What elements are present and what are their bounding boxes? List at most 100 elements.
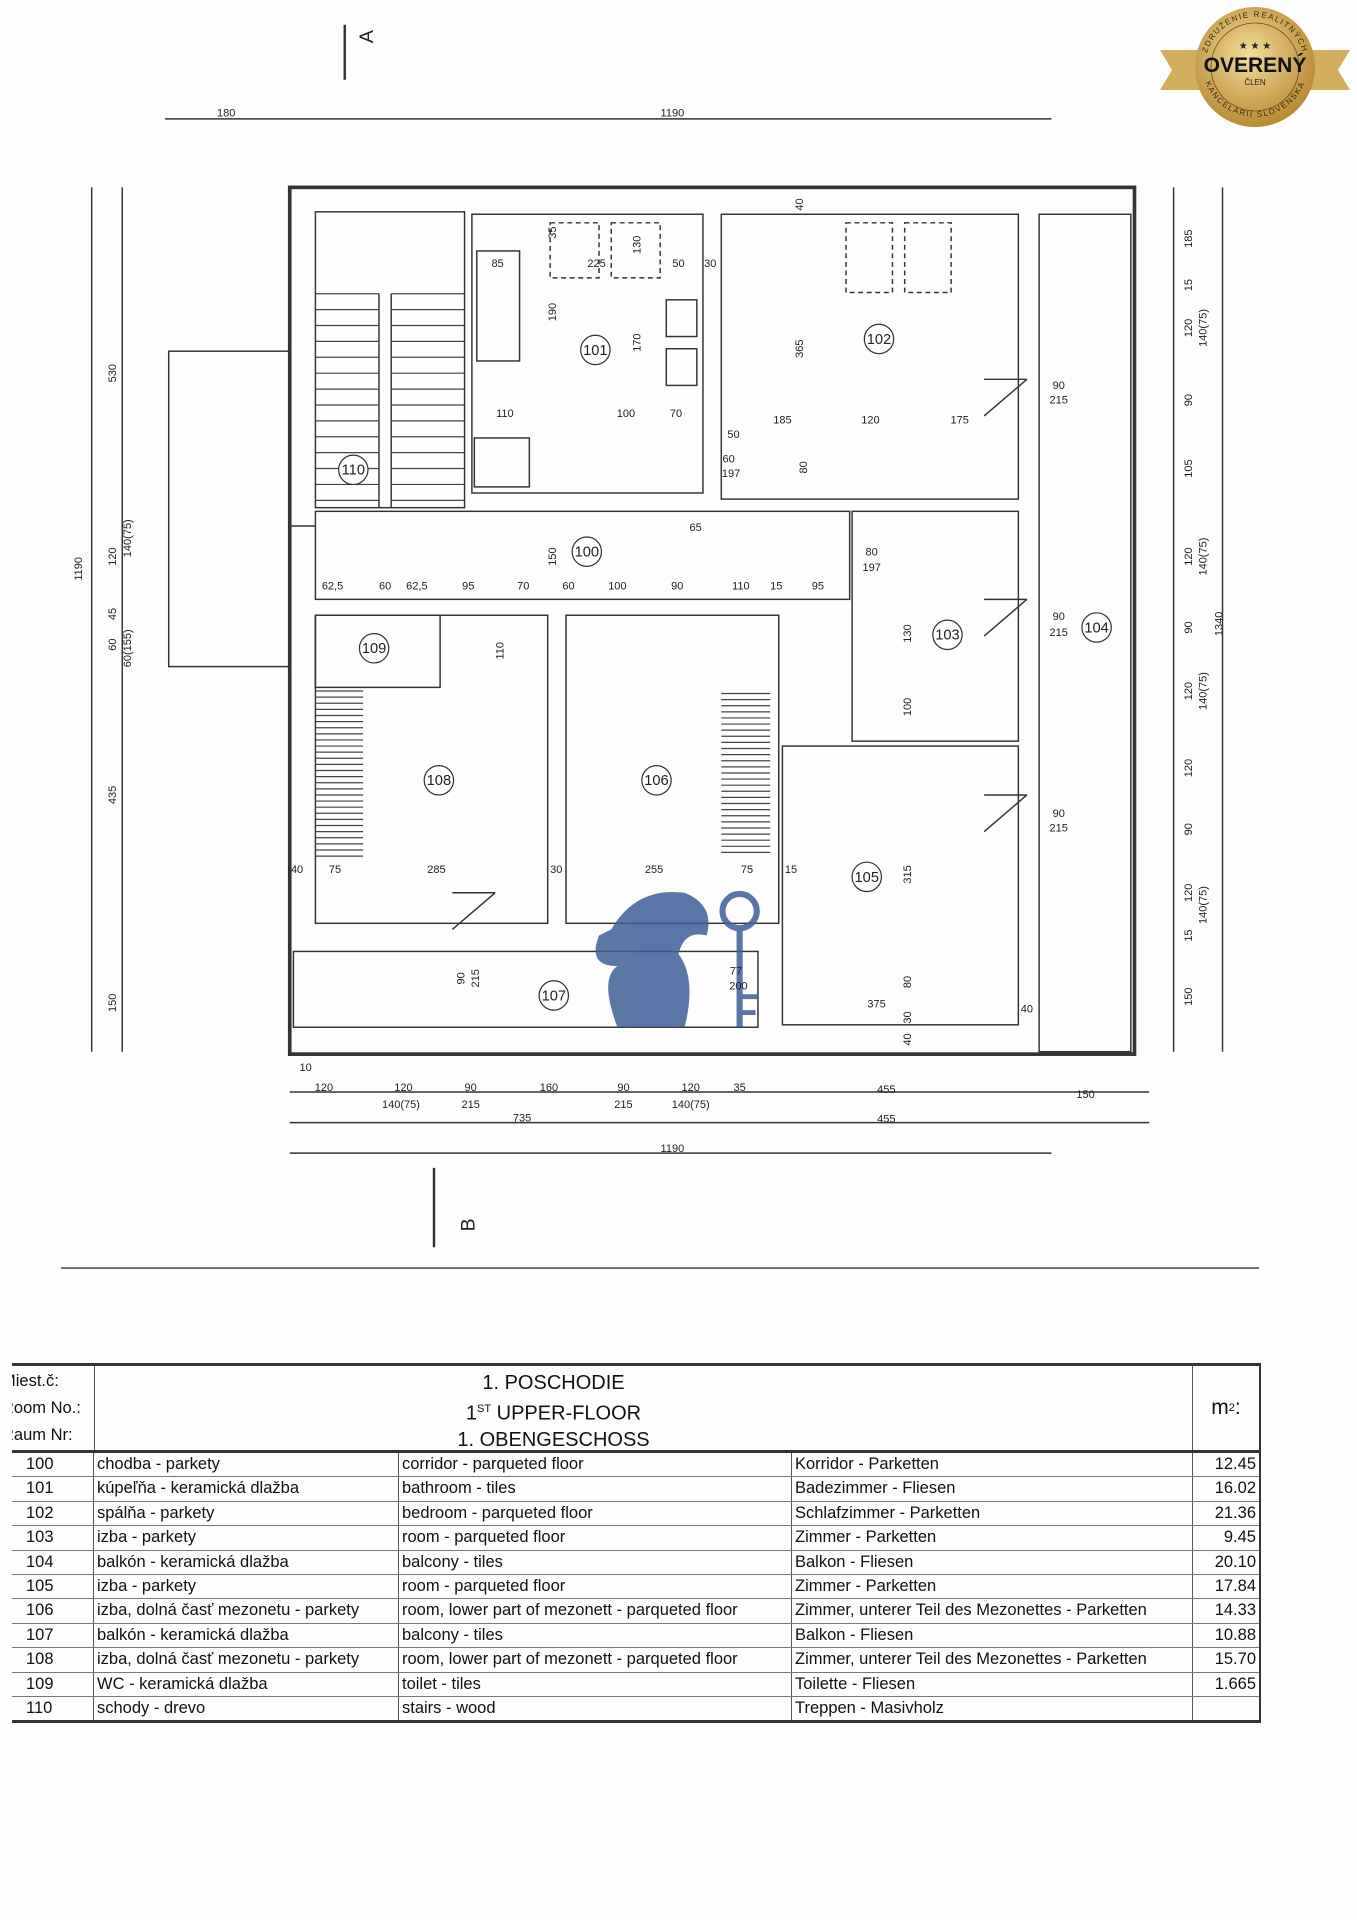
description-en: stairs - wood — [399, 1696, 792, 1721]
dimension-label: 40 — [1021, 1004, 1033, 1016]
description-de: Schlafzimmer - Parketten — [792, 1501, 1193, 1526]
dimension-label: 90 — [1053, 808, 1065, 820]
room-number-label: 110 — [342, 463, 365, 479]
dimension-label: 15 — [770, 581, 782, 593]
dimension-label: 95 — [812, 581, 824, 593]
dimension-label: 35 — [547, 226, 559, 238]
description-en: room, lower part of mezonett - parqueted… — [399, 1599, 792, 1623]
dimension-label: 1190 — [661, 107, 685, 119]
walls — [61, 24, 1260, 1269]
dimension-label: 150 — [107, 994, 119, 1012]
description-de: Zimmer, unterer Teil des Mezonettes - Pa… — [792, 1599, 1193, 1623]
dimension-label: 62,5 — [406, 581, 427, 593]
room-number: 107 — [12, 1623, 94, 1648]
area-value: 1.665 — [1214, 1674, 1256, 1693]
description-sk: balkón - keramická dlažba — [94, 1550, 399, 1574]
room-number: 102 — [12, 1501, 94, 1526]
room-number-label: 103 — [935, 628, 959, 644]
dimension-label: 120 — [315, 1082, 333, 1094]
room-number-label: 102 — [867, 332, 891, 348]
dimension-label: 185 — [773, 414, 791, 426]
dimension-label: 60 — [379, 581, 391, 593]
dimension-label: 160 — [540, 1082, 558, 1094]
area-value: 14.33 — [1214, 1601, 1256, 1620]
dimension-label: 77 — [730, 966, 742, 978]
legend-header: Miest.č: Room No.: Raum Nr: 1. POSCHODIE… — [12, 1366, 1259, 1453]
room-number-label: 109 — [362, 641, 386, 657]
description-en: room - parqueted floor — [399, 1574, 792, 1599]
dimension-label: 90 — [1183, 621, 1195, 633]
description-sk: izba, dolná časť mezonetu - parkety — [94, 1648, 399, 1672]
dimension-label: 30 — [704, 258, 716, 270]
dimension-label: 100 — [617, 408, 635, 420]
room-number-label: 101 — [583, 343, 607, 359]
dimension-label: 140(75) — [1198, 538, 1210, 576]
dimension-label: 455 — [877, 1114, 895, 1126]
room-marker-circle — [932, 619, 963, 651]
dimension-label: 90 — [1053, 380, 1065, 392]
header-label-en: Room No.: — [12, 1399, 81, 1417]
dimension-label: 60 — [107, 638, 119, 650]
area-value: 16.02 — [1214, 1479, 1256, 1498]
dimension-label: 190 — [547, 303, 559, 321]
dimension-label: 90 — [456, 972, 468, 984]
dimension-label: 90 — [671, 581, 683, 593]
badge-stars: ★ ★ ★ — [1239, 41, 1271, 52]
room-number: 100 — [12, 1453, 94, 1477]
dimension-label: 315 — [902, 865, 914, 883]
verified-member-badge: ZDRUŽENIE REALITNÝCH KANCELÁRIÍ SLOVENSK… — [1160, 7, 1350, 127]
description-en: balcony - tiles — [399, 1623, 792, 1648]
header-label-sk: Miest.č: — [12, 1372, 59, 1390]
dimension-label: 120 — [1183, 759, 1195, 777]
description-en: toilet - tiles — [399, 1672, 792, 1696]
room-legend-table: Miest.č: Room No.: Raum Nr: 1. POSCHODIE… — [12, 1363, 1261, 1724]
dimension-label: 170 — [632, 333, 644, 351]
dimension-label: 197 — [862, 562, 880, 574]
dimension-label: 120 — [1183, 884, 1195, 902]
description-en: balcony - tiles — [399, 1550, 792, 1574]
legend-title: 1. POSCHODIE 1ST UPPER-FLOOR 1. OBENGESC… — [95, 1366, 1192, 1451]
dimension-label: 120 — [861, 414, 879, 426]
area-value: 12.45 — [1214, 1455, 1256, 1473]
room-marker-circle — [538, 980, 570, 1011]
room-marker-circle — [851, 861, 883, 893]
dimension-label: 100 — [902, 698, 914, 716]
dimension-label: 90 — [1053, 611, 1065, 623]
header-label-de: Raum Nr: — [12, 1426, 73, 1444]
room-marker-circle — [358, 632, 390, 664]
dimension-label: 90 — [617, 1082, 629, 1094]
description-sk: spálňa - parkety — [94, 1501, 399, 1526]
dimension-label: 15 — [1183, 279, 1195, 291]
dimension-label: 40 — [794, 198, 806, 210]
badge-title: OVERENÝ — [1204, 53, 1307, 77]
dimension-label: 45 — [107, 608, 119, 620]
description-de: Korridor - Parketten — [792, 1453, 1193, 1477]
lion-key-watermark — [595, 890, 760, 1028]
dimension-label: 90 — [1183, 823, 1195, 835]
dimension-label: 225 — [587, 258, 605, 270]
dimension-label: 180 — [217, 107, 235, 119]
dimension-label: 150 — [547, 547, 559, 565]
room-number-label: 104 — [1084, 620, 1108, 636]
room-number-label: 106 — [644, 773, 668, 789]
dimension-label: 530 — [107, 364, 119, 382]
dimension-label: 140(75) — [672, 1099, 710, 1111]
unit: m — [1211, 1396, 1229, 1419]
dimension-label: 62,5 — [322, 581, 343, 593]
room-marker-circle — [863, 323, 895, 355]
dimension-label: 80 — [866, 546, 878, 558]
dimension-label: 10 — [300, 1062, 312, 1074]
description-de: Zimmer, unterer Teil des Mezonettes - Pa… — [792, 1648, 1193, 1672]
description-de: Balkon - Fliesen — [792, 1623, 1193, 1648]
description-sk: schody - drevo — [94, 1696, 399, 1721]
dimension-label: 120 — [107, 547, 119, 565]
